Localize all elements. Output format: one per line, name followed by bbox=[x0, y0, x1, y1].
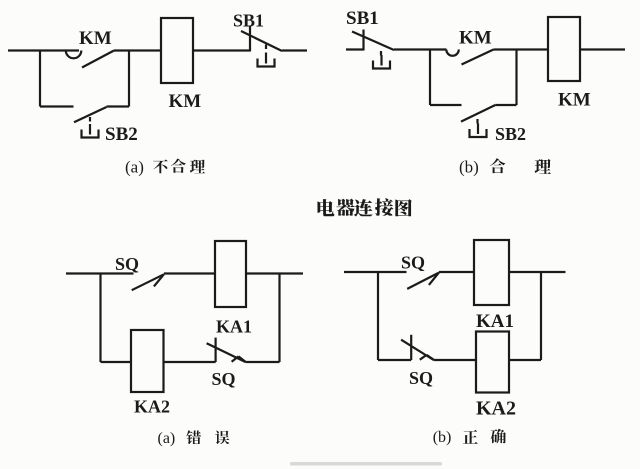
svg-text:KM: KM bbox=[169, 91, 202, 112]
svg-text:KM: KM bbox=[558, 90, 591, 111]
svg-text:SQ: SQ bbox=[212, 369, 236, 389]
svg-text:KM: KM bbox=[79, 28, 112, 49]
svg-text:SB2: SB2 bbox=[495, 124, 526, 144]
svg-text:KA1: KA1 bbox=[216, 317, 252, 337]
svg-text:SQ: SQ bbox=[409, 368, 433, 388]
svg-text:(b): (b) bbox=[433, 429, 452, 446]
svg-text:(b): (b) bbox=[459, 158, 479, 177]
svg-text:SB1: SB1 bbox=[346, 8, 379, 29]
svg-text:(a): (a) bbox=[125, 158, 144, 177]
svg-text:KA2: KA2 bbox=[134, 397, 170, 417]
svg-text:KA1: KA1 bbox=[476, 311, 514, 332]
svg-text:(a): (a) bbox=[158, 430, 176, 447]
svg-text:SQ: SQ bbox=[115, 254, 139, 274]
svg-text:SQ: SQ bbox=[401, 253, 425, 273]
svg-text:KA2: KA2 bbox=[476, 398, 516, 420]
svg-text:SB2: SB2 bbox=[105, 124, 138, 145]
svg-text:SB1: SB1 bbox=[233, 11, 264, 31]
svg-text:KM: KM bbox=[459, 28, 492, 49]
